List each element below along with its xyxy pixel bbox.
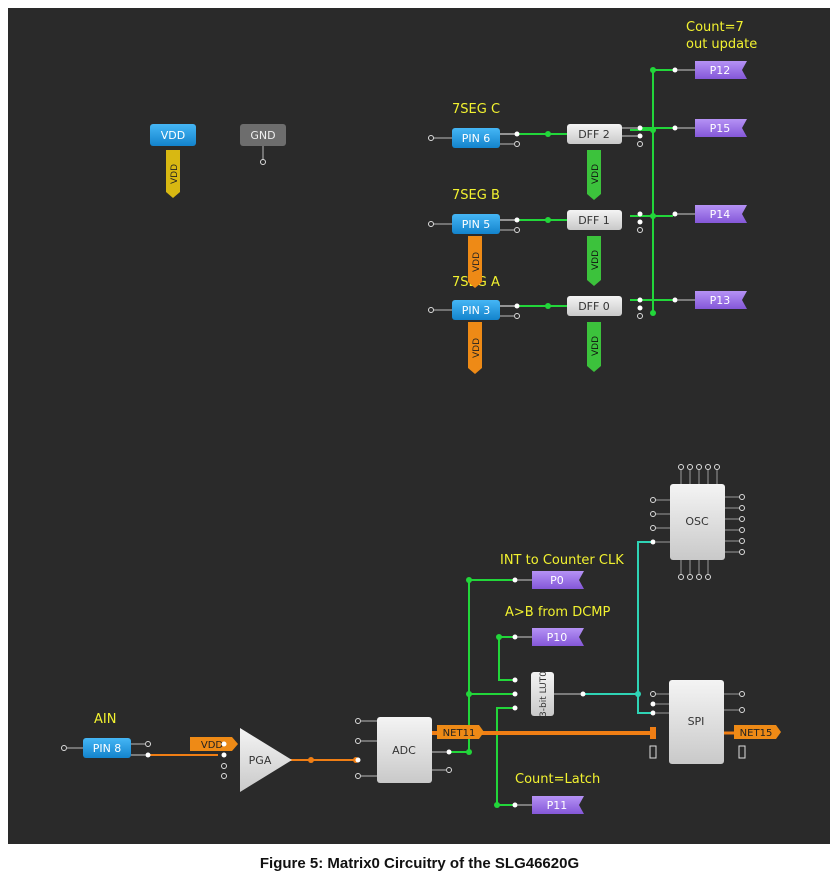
svg-text:P14: P14 xyxy=(710,208,731,221)
svg-text:PIN 8: PIN 8 xyxy=(93,742,122,755)
port-p14[interactable]: P14 xyxy=(672,205,748,223)
svg-text:P11: P11 xyxy=(547,799,568,812)
svg-text:P15: P15 xyxy=(710,122,731,135)
gnd-label: GND xyxy=(250,129,275,142)
port-p13[interactable]: P13 xyxy=(672,291,748,309)
port-p10[interactable]: P10 xyxy=(512,628,585,646)
seg-c-label: 7SEG C xyxy=(452,102,500,117)
dff2-block[interactable]: DFF 2 xyxy=(567,124,643,147)
svg-text:VDD: VDD xyxy=(201,740,224,751)
vdd-tag-pin3: VDD xyxy=(468,322,482,374)
gnd-block[interactable]: GND xyxy=(240,124,286,165)
port-p0[interactable]: P0 xyxy=(512,571,585,589)
lut0-block[interactable]: 3-bit LUT0 xyxy=(512,671,586,717)
vdd-tag-dff0: VDD xyxy=(587,322,601,372)
svg-text:ADC: ADC xyxy=(392,744,416,757)
count-latch-label: Count=Latch xyxy=(515,772,600,787)
net11-tag: NET11 xyxy=(437,725,484,739)
dff0-label: DFF 0 xyxy=(578,300,610,313)
svg-text:P13: P13 xyxy=(710,294,731,307)
pin3-label: PIN 3 xyxy=(462,304,491,317)
svg-text:VDD: VDD xyxy=(472,252,482,272)
svg-text:VDD: VDD xyxy=(472,338,482,358)
svg-text:P10: P10 xyxy=(547,631,568,644)
wire-junctions-top xyxy=(545,67,656,316)
pin6-block[interactable]: PIN 6 xyxy=(428,128,520,148)
figure-caption: Figure 5: Matrix0 Circuitry of the SLG46… xyxy=(259,855,580,872)
adc-block[interactable]: ADC xyxy=(355,717,452,783)
dff2-label: DFF 2 xyxy=(578,128,610,141)
dff1-block[interactable]: DFF 1 xyxy=(567,210,643,233)
svg-text:NET15: NET15 xyxy=(740,728,773,739)
vdd-tag-pin5: VDD xyxy=(468,236,482,288)
vdd-tag-pga: VDD xyxy=(190,737,238,751)
svg-text:P12: P12 xyxy=(710,64,731,77)
port-p15[interactable]: P15 xyxy=(672,119,748,137)
vdd-tag-dff1: VDD xyxy=(587,236,601,286)
svg-text:VDD: VDD xyxy=(591,250,601,270)
port-p12[interactable]: P12 xyxy=(672,61,748,79)
dff0-block[interactable]: DFF 0 xyxy=(567,296,643,319)
out-update-label: out update xyxy=(686,37,757,52)
svg-text:VDD: VDD xyxy=(591,164,601,184)
vdd-supply-block[interactable]: VDD xyxy=(150,124,196,146)
int-counter-label: INT to Counter CLK xyxy=(500,553,624,568)
pga-block[interactable]: PGA xyxy=(221,728,293,792)
vdd-tag-yellow: VDD xyxy=(166,150,180,198)
svg-text:VDD: VDD xyxy=(591,336,601,356)
wires-bottom-teal xyxy=(585,541,652,714)
osc-block[interactable]: OSC xyxy=(650,464,745,580)
vdd-supply-label: VDD xyxy=(161,129,185,142)
svg-text:SPI: SPI xyxy=(688,715,705,728)
pin5-label: PIN 5 xyxy=(462,218,491,231)
spi-block[interactable]: SPI xyxy=(649,680,746,764)
a-gt-b-label: A>B from DCMP xyxy=(505,605,611,620)
svg-text:OSC: OSC xyxy=(685,515,709,528)
schematic-svg: VDD VDD GND Count=7 out update 7SEG C 7S… xyxy=(61,20,781,814)
vdd-tag-dff2: VDD xyxy=(587,150,601,200)
pin6-label: PIN 6 xyxy=(462,132,491,145)
port-p11[interactable]: P11 xyxy=(512,796,585,814)
dff1-label: DFF 1 xyxy=(578,214,610,227)
svg-text:NET11: NET11 xyxy=(443,728,476,739)
svg-text:PGA: PGA xyxy=(249,754,272,767)
svg-text:3-bit LUT0: 3-bit LUT0 xyxy=(539,671,549,717)
ain-label: AIN xyxy=(94,712,116,727)
vdd-tag-yellow-label: VDD xyxy=(170,164,180,184)
wire-junctions-bottom xyxy=(308,577,641,808)
net15-tag: NET15 xyxy=(724,725,781,739)
wires-bottom-green xyxy=(449,579,513,806)
pin8-block[interactable]: PIN 8 xyxy=(61,738,151,758)
schematic-canvas: VDD VDD GND Count=7 out update 7SEG C 7S… xyxy=(8,8,830,844)
pin3-block[interactable]: PIN 3 xyxy=(428,300,520,320)
pin5-block[interactable]: PIN 5 xyxy=(428,214,520,234)
seg-b-label: 7SEG B xyxy=(452,188,500,203)
svg-text:P0: P0 xyxy=(550,574,564,587)
count7-label: Count=7 xyxy=(686,20,744,35)
